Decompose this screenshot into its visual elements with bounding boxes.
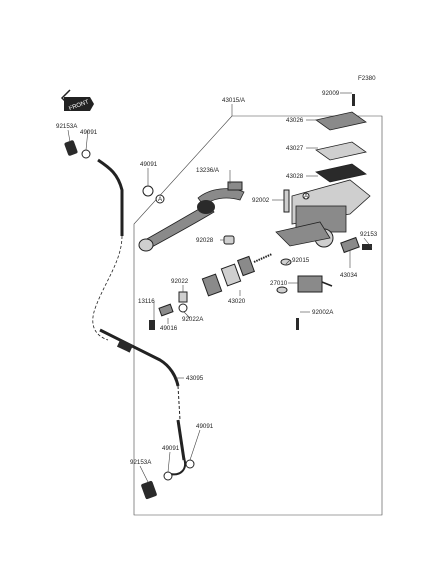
label-49091-mid: 49091 bbox=[140, 161, 158, 168]
label-43015a: 43015/A bbox=[222, 97, 246, 104]
label-92002a: 92002A bbox=[312, 309, 334, 316]
label-92022a: 92022A bbox=[182, 316, 204, 323]
reservoir-cap-stack bbox=[315, 94, 367, 183]
master-cylinder-body: A bbox=[275, 179, 372, 254]
figure-code: F2380 bbox=[358, 75, 376, 82]
label-43095: 43095 bbox=[186, 375, 204, 382]
label-27010: 27010 bbox=[270, 280, 288, 287]
label-92002: 92002 bbox=[252, 197, 270, 204]
label-92022: 92022 bbox=[171, 278, 189, 285]
label-13236a: 13236/A bbox=[196, 167, 220, 174]
label-92153a-top: 92153A bbox=[56, 123, 78, 130]
label-92009: 92009 bbox=[322, 90, 340, 97]
label-49091-top: 49091 bbox=[80, 129, 98, 136]
clutch-switch bbox=[296, 275, 333, 330]
leader-lines bbox=[67, 92, 373, 483]
label-49091-bottom-right: 49091 bbox=[196, 423, 214, 430]
label-43026: 43026 bbox=[286, 117, 304, 124]
piston-kit bbox=[149, 253, 292, 330]
label-92015: 92015 bbox=[292, 257, 310, 264]
label-92153a-bottom: 92153A bbox=[130, 459, 152, 466]
label-92153-right: 92153 bbox=[360, 231, 378, 238]
label-43034: 43034 bbox=[340, 272, 358, 279]
callout-a-body: A bbox=[304, 193, 309, 200]
label-49091-bottom-left: 49091 bbox=[162, 445, 180, 452]
label-49016: 49016 bbox=[160, 325, 178, 332]
label-13116: 13116 bbox=[138, 298, 155, 305]
label-43028: 43028 bbox=[286, 173, 304, 180]
label-92028: 92028 bbox=[196, 237, 214, 244]
label-43020: 43020 bbox=[228, 298, 246, 305]
label-43027: 43027 bbox=[286, 145, 304, 152]
clutch-lever bbox=[138, 181, 245, 252]
callout-a-left: A bbox=[158, 196, 163, 203]
front-direction-badge: FRONT bbox=[60, 89, 94, 112]
